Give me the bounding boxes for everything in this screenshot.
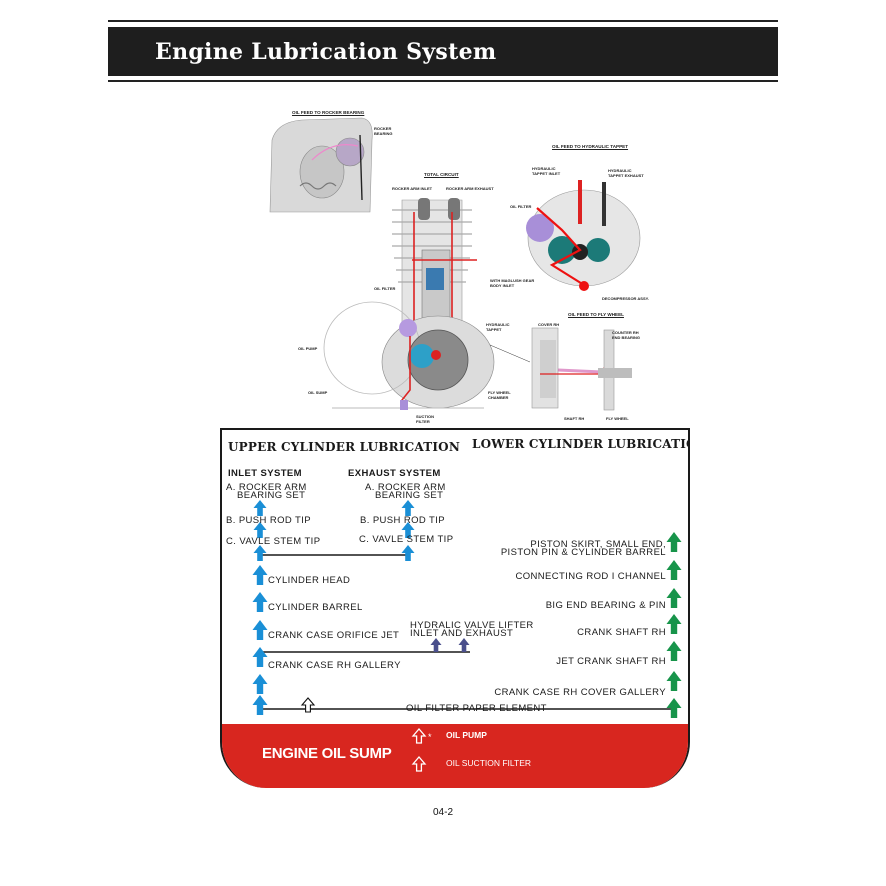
pump-star: * — [428, 732, 432, 742]
blue-arrow — [252, 592, 268, 612]
sump-title: ENGINE OIL SUMP — [262, 745, 392, 762]
label-rocker-inlet: ROCKER ARM INLET — [392, 186, 433, 191]
exhaust-item: C. VAVLE STEM TIP — [359, 534, 454, 545]
left-stage: CRANK CASE ORIFICE JET — [268, 630, 400, 641]
left-stage: CRANK CASE RH GALLERY — [268, 660, 401, 671]
label-rocker-feed: OIL FEED TO ROCKER BEARING — [292, 110, 365, 115]
blue-arrow — [401, 545, 415, 561]
outline-arrow — [301, 697, 315, 713]
inlet-item: B. PUSH ROD TIP — [226, 515, 312, 526]
inlet-item: C. VAVLE STEM TIP — [226, 536, 321, 547]
green-arrow — [666, 532, 682, 552]
label-total-circuit: TOTAL CIRCUIT — [424, 172, 459, 177]
label-decompressor: DECOMPRESSOR ASSY. — [602, 296, 649, 301]
blue-arrow — [252, 620, 268, 640]
inlet-item: A. ROCKER ARM — [226, 482, 307, 493]
right-stage: CRANK SHAFT RH — [577, 627, 666, 638]
right-stage: PISTON PIN & CYLINDER BARREL — [500, 547, 666, 558]
label-rocker-bearing: ROCKER BEARING — [374, 126, 393, 136]
lower-heading: LOWER CYLINDER LUBRICATION — [472, 437, 690, 451]
rocker-bearing-inset — [269, 117, 373, 213]
upper-heading: UPPER CYLINDER LUBRICATION — [228, 440, 460, 454]
tappet-inset — [526, 180, 641, 291]
label-gear-body: WITH MAGLUSH GEAR BODY INLET — [490, 278, 535, 288]
oil-suction-filter-label: OIL SUCTION FILTER — [446, 758, 532, 768]
label-tappet-exhaust: HYDRAULIC TAPPET EXHAUST — [608, 168, 644, 178]
purple-arrow — [430, 638, 442, 652]
green-arrow — [666, 698, 682, 718]
label-oil-filter-left: OIL FILTER — [374, 286, 396, 291]
label-cover-rh: COVER RH — [538, 322, 560, 327]
inlet-heading: INLET SYSTEM — [228, 468, 302, 479]
blue-arrow — [252, 647, 268, 667]
label-shaft-rh: SHAFT RH — [564, 416, 585, 421]
blue-arrow — [401, 500, 415, 516]
engine-illustration — [269, 117, 641, 411]
green-arrow — [666, 641, 682, 661]
right-stage: PISTON SKIRT, SMALL END, — [530, 539, 666, 550]
blue-arrow — [252, 565, 268, 585]
green-arrow — [666, 560, 682, 580]
green-arrow — [666, 614, 682, 634]
purple-arrow — [458, 638, 470, 652]
exhaust-heading: EXHAUST SYSTEM — [348, 468, 441, 479]
inlet-item: BEARING SET — [237, 490, 306, 501]
title-underline — [108, 80, 778, 82]
label-tappet-inlet: HYDRAULIC TAPPET INLET — [532, 166, 561, 176]
right-stage: CRANK CASE RH COVER GALLERY — [494, 687, 666, 698]
flow-arrows — [252, 500, 682, 772]
exhaust-item: B. PUSH ROD TIP — [360, 515, 446, 526]
exhaust-item: BEARING SET — [375, 490, 444, 501]
top-rule — [108, 20, 778, 22]
left-stage: CYLINDER HEAD — [268, 575, 351, 586]
right-stage: JET CRANK SHAFT RH — [556, 656, 666, 667]
label-oil-sump: OIL SUMP — [308, 390, 328, 395]
right-stage: CONNECTING ROD I CHANNEL — [515, 571, 666, 582]
label-suction-filter: SUCTION FILTER — [416, 414, 434, 424]
label-rocker-exhaust: ROCKER ARM EXHAUST — [446, 186, 494, 191]
blue-arrow — [253, 545, 267, 561]
label-tappet-feed: OIL FEED TO HYDRAULIC TAPPET — [552, 144, 629, 149]
page-title: Engine Lubrication System — [155, 38, 497, 65]
engine-oil-sump-panel: ENGINE OIL SUMP * OIL PUMP OIL SUCTION F… — [222, 724, 688, 788]
exhaust-item: A. ROCKER ARM — [365, 482, 446, 493]
lifter-label: HYDRALIC VALVE LIFTER — [410, 620, 534, 631]
title-bar: Engine Lubrication System — [108, 27, 778, 76]
blue-arrow — [253, 500, 267, 516]
blue-arrow — [252, 695, 268, 715]
label-fly-wheel: FLY WHEEL — [606, 416, 629, 421]
green-arrow — [666, 588, 682, 608]
label-counter-rh: COUNTER RH END BEARING — [612, 330, 641, 340]
label-oil-filter-right: OIL FILTER — [510, 204, 532, 209]
page-number: 04-2 — [432, 807, 453, 818]
suction-arrow — [412, 756, 426, 772]
label-flywheel-feed: OIL FEED TO FLY WHEEL — [568, 312, 624, 317]
flywheel-inset — [531, 327, 632, 411]
lifter-label: INLET AND EXHAUST — [410, 628, 514, 639]
filter-label: OIL FILTER PAPER ELEMENT — [406, 703, 547, 714]
label-oil-pump: OIL PUMP — [298, 346, 318, 351]
pump-arrow — [412, 728, 426, 744]
blue-arrow — [252, 674, 268, 694]
left-stage: CYLINDER BARREL — [268, 602, 363, 613]
lubrication-flow-chart: ENGINE OIL SUMP * OIL PUMP OIL SUCTION F… — [220, 428, 690, 788]
engine-diagram: OIL FEED TO ROCKER BEARING ROCKER BEARIN… — [262, 100, 654, 428]
label-fly-wheel-chamber: FLY WHEEL CHAMBER — [488, 390, 511, 400]
total-circuit-engine — [323, 198, 495, 410]
right-stage: BIG END BEARING & PIN — [545, 600, 666, 611]
oil-pump-label: OIL PUMP — [446, 730, 487, 740]
label-hydraulic-tappet: HYDRAULIC TAPPET — [486, 322, 510, 332]
green-arrow — [666, 671, 682, 691]
